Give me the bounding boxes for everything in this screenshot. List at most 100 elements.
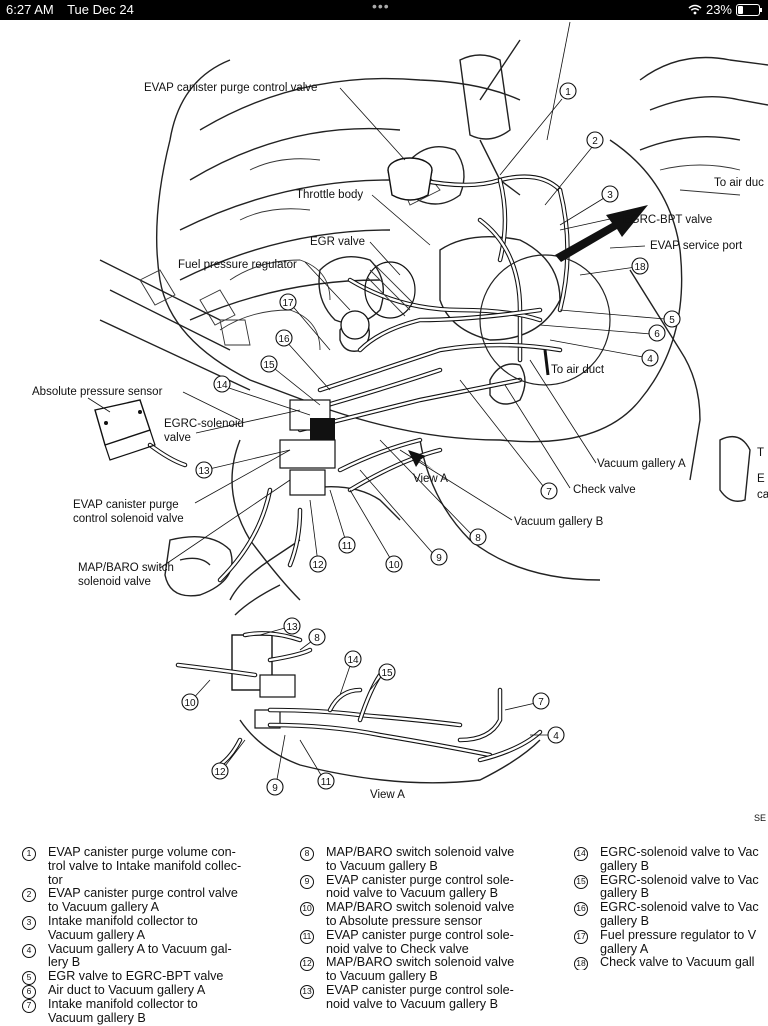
legend-text: EGRC-solenoid valve to Vac gallery B [600,900,759,928]
legend-number-badge: 15 [574,874,590,889]
callout-5: 5 [663,310,681,328]
legend-text: EVAP canister purge control sole- noid v… [326,927,514,956]
legend-number-badge: 10 [300,902,316,917]
vacuum-hoses [147,174,570,583]
view-a-callout-11: 11 [317,772,335,790]
status-bar: 6:27 AM Tue Dec 24 ••• 23% [0,0,768,20]
to-air-duct-arrow [543,349,550,376]
legend-item: 7 Intake manifold collector to Vacuum gal… [22,997,272,1026]
legend-number-badge: 13 [300,984,316,999]
callout-12: 12 [309,555,327,573]
view-a-callout-15: 15 [378,663,396,681]
label-throttle-body: Throttle body [296,189,363,201]
callout-2: 2 [586,131,604,149]
legend-number-badge: 1 [22,847,38,861]
legend-text: Check valve to Vacuum gall [600,955,755,970]
label-edge-e: E [757,473,765,485]
svg-text:12: 12 [312,560,324,571]
label-check-valve: Check valve [573,484,636,496]
fuel-pressure-regulator [340,310,370,340]
status-time: 6:27 AM [6,2,54,17]
legend-text: Fuel pressure regulator to V gallery A [600,927,757,956]
svg-text:9: 9 [436,553,442,564]
legend-number-badge: 12 [300,957,316,972]
legend-text: EVAP canister purge control sole- noid v… [326,982,514,1011]
legend-number-badge: 11 [300,929,316,944]
svg-text:14: 14 [216,380,228,391]
legend-number: 15 [576,875,586,886]
view-a-callout-13: 13 [283,617,301,635]
label-vacuum-gallery-a: Vacuum gallery A [597,458,686,470]
status-date: Tue Dec 24 [67,2,134,17]
callout-11: 11 [338,536,356,554]
view-a-callout-7: 7 [532,692,550,710]
svg-text:14: 14 [347,655,359,666]
svg-text:10: 10 [388,560,400,571]
label-vacuum-gallery-b: Vacuum gallery B [514,516,604,528]
svg-text:10: 10 [184,698,196,709]
legend-number: 2 [26,889,32,900]
legend-number: 12 [302,958,312,969]
legend-text: MAP/BARO switch solenoid valve to Vacuum… [326,845,515,873]
legend-number: 5 [26,972,32,983]
legend-text: EGR valve to EGRC-BPT valve [48,969,224,984]
legend-item: 2 EVAP canister purge control valve to Va… [22,887,272,915]
label-absolute-pressure-sensor: Absolute pressure sensor [32,386,163,398]
svg-text:13: 13 [286,622,298,633]
legend-number-badge: 6 [22,985,38,1000]
callout-3: 3 [601,185,619,203]
legend-text: EVAP canister purge control sole- noid v… [326,872,514,901]
callout-18: 18 [631,257,649,275]
battery-icon [736,3,762,16]
label-egr-valve: EGR valve [310,236,365,248]
label-ref-code: SE [754,813,766,823]
legend-item: 13 EVAP canister purge control sole- noid… [300,982,550,1012]
legend-text: Intake manifold collector to Vacuum gall… [48,997,198,1025]
legend-text: MAP/BARO switch solenoid valve to Absolu… [326,900,515,928]
legend-item: 11 EVAP canister purge control sole- noid… [300,927,550,957]
legend-number-badge: 8 [300,847,316,861]
label-map-baro-1: MAP/BARO switch [78,562,174,574]
svg-text:17: 17 [282,298,294,309]
label-view-a-arrow: View A [413,473,448,485]
callout-13: 13 [195,461,213,479]
label-egrc-solenoid-1: EGRC-solenoid [164,418,244,430]
legend-text: EGRC-solenoid valve to Vac gallery B [600,872,759,901]
legend-item: 15 EGRC-solenoid valve to Vac gallery B [574,872,768,902]
label-view-a-caption: View A [370,789,405,801]
callout-6: 6 [648,324,666,342]
legend-item: 8 MAP/BARO switch solenoid valve to Vacuu… [300,845,550,874]
view-a-detail [175,625,553,786]
svg-text:4: 4 [553,731,559,742]
label-to-air-duct-top: To air duc [714,177,764,189]
legend-text: EVAP canister purge control valve to Vac… [48,886,238,915]
multitasking-dots-icon[interactable]: ••• [372,0,390,14]
svg-text:16: 16 [278,334,290,345]
legend-column-2: 8 MAP/BARO switch solenoid valve to Vacuu… [300,845,550,1012]
legend-number-badge: 14 [574,847,590,861]
legend-number-badge: 2 [22,888,38,903]
legend-number: 3 [26,916,32,927]
legend-number-badge: 16 [574,902,590,917]
callout-1: 1 [559,82,577,100]
view-a-arrow-icon [408,450,434,470]
legend-number: 7 [26,1000,32,1011]
legend-item: 16 EGRC-solenoid valve to Vac gallery B [574,900,768,929]
label-evap-service-port: EVAP service port [650,240,743,252]
legend-number: 14 [576,848,586,858]
legend-text: Vacuum gallery A to Vacuum gal- lery B [48,941,232,970]
legend-number-badge: 18 [574,957,590,971]
diagram-labels: EVAP canister purge control valve Thrott… [32,82,768,823]
svg-text:6: 6 [654,329,660,340]
svg-text:18: 18 [634,262,646,273]
legend-number: 10 [302,903,312,914]
label-egrc-solenoid-2: valve [164,432,191,444]
svg-text:12: 12 [214,767,226,778]
